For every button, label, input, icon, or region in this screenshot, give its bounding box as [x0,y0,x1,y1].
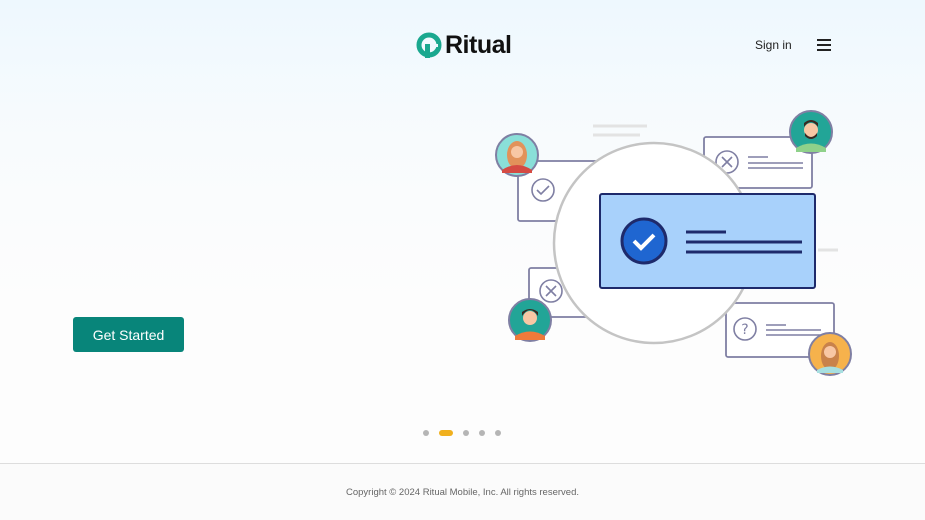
footer: Copyright © 2024 Ritual Mobile, Inc. All… [0,463,925,520]
get-started-button[interactable]: Get Started [73,317,184,352]
ritual-logo-icon [416,32,442,58]
logo[interactable]: Ritual [416,31,512,60]
carousel-dot-3[interactable] [463,430,469,436]
avatar-4 [808,332,852,376]
carousel-dot-2-active[interactable] [439,430,453,436]
copyright-text: Copyright © 2024 Ritual Mobile, Inc. All… [346,487,579,498]
brand-name: Ritual [445,31,512,59]
carousel-dot-1[interactable] [423,430,429,436]
carousel-dot-5[interactable] [495,430,501,436]
carousel-indicators [423,430,501,436]
svg-text:?: ? [741,322,748,338]
avatar-3 [508,298,552,342]
avatar-2 [789,110,833,154]
sign-in-link[interactable]: Sign in [755,38,792,52]
hamburger-icon[interactable] [817,39,831,51]
hero-illustration: ? [495,110,852,376]
carousel-dot-4[interactable] [479,430,485,436]
avatar-1 [495,133,539,177]
